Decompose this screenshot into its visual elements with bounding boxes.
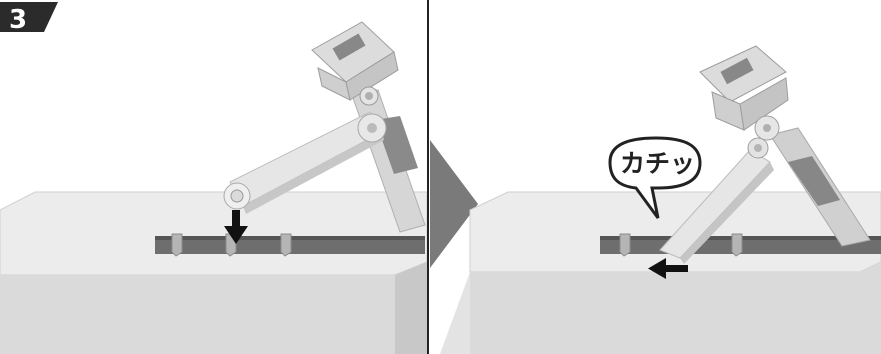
right-panel: カチッ — [440, 0, 881, 354]
callout-text: カチッ — [620, 149, 695, 178]
stand-head — [700, 46, 788, 140]
stand-base-top — [0, 192, 427, 275]
left-panel: 3 — [0, 0, 427, 354]
stand-base-front — [470, 262, 881, 354]
right-illustration: カチッ — [440, 0, 881, 354]
step-number: 3 — [9, 5, 27, 34]
stand-head — [312, 22, 398, 105]
step-badge: 3 — [0, 2, 58, 34]
left-illustration — [0, 0, 427, 354]
stand-base-front — [0, 262, 427, 354]
